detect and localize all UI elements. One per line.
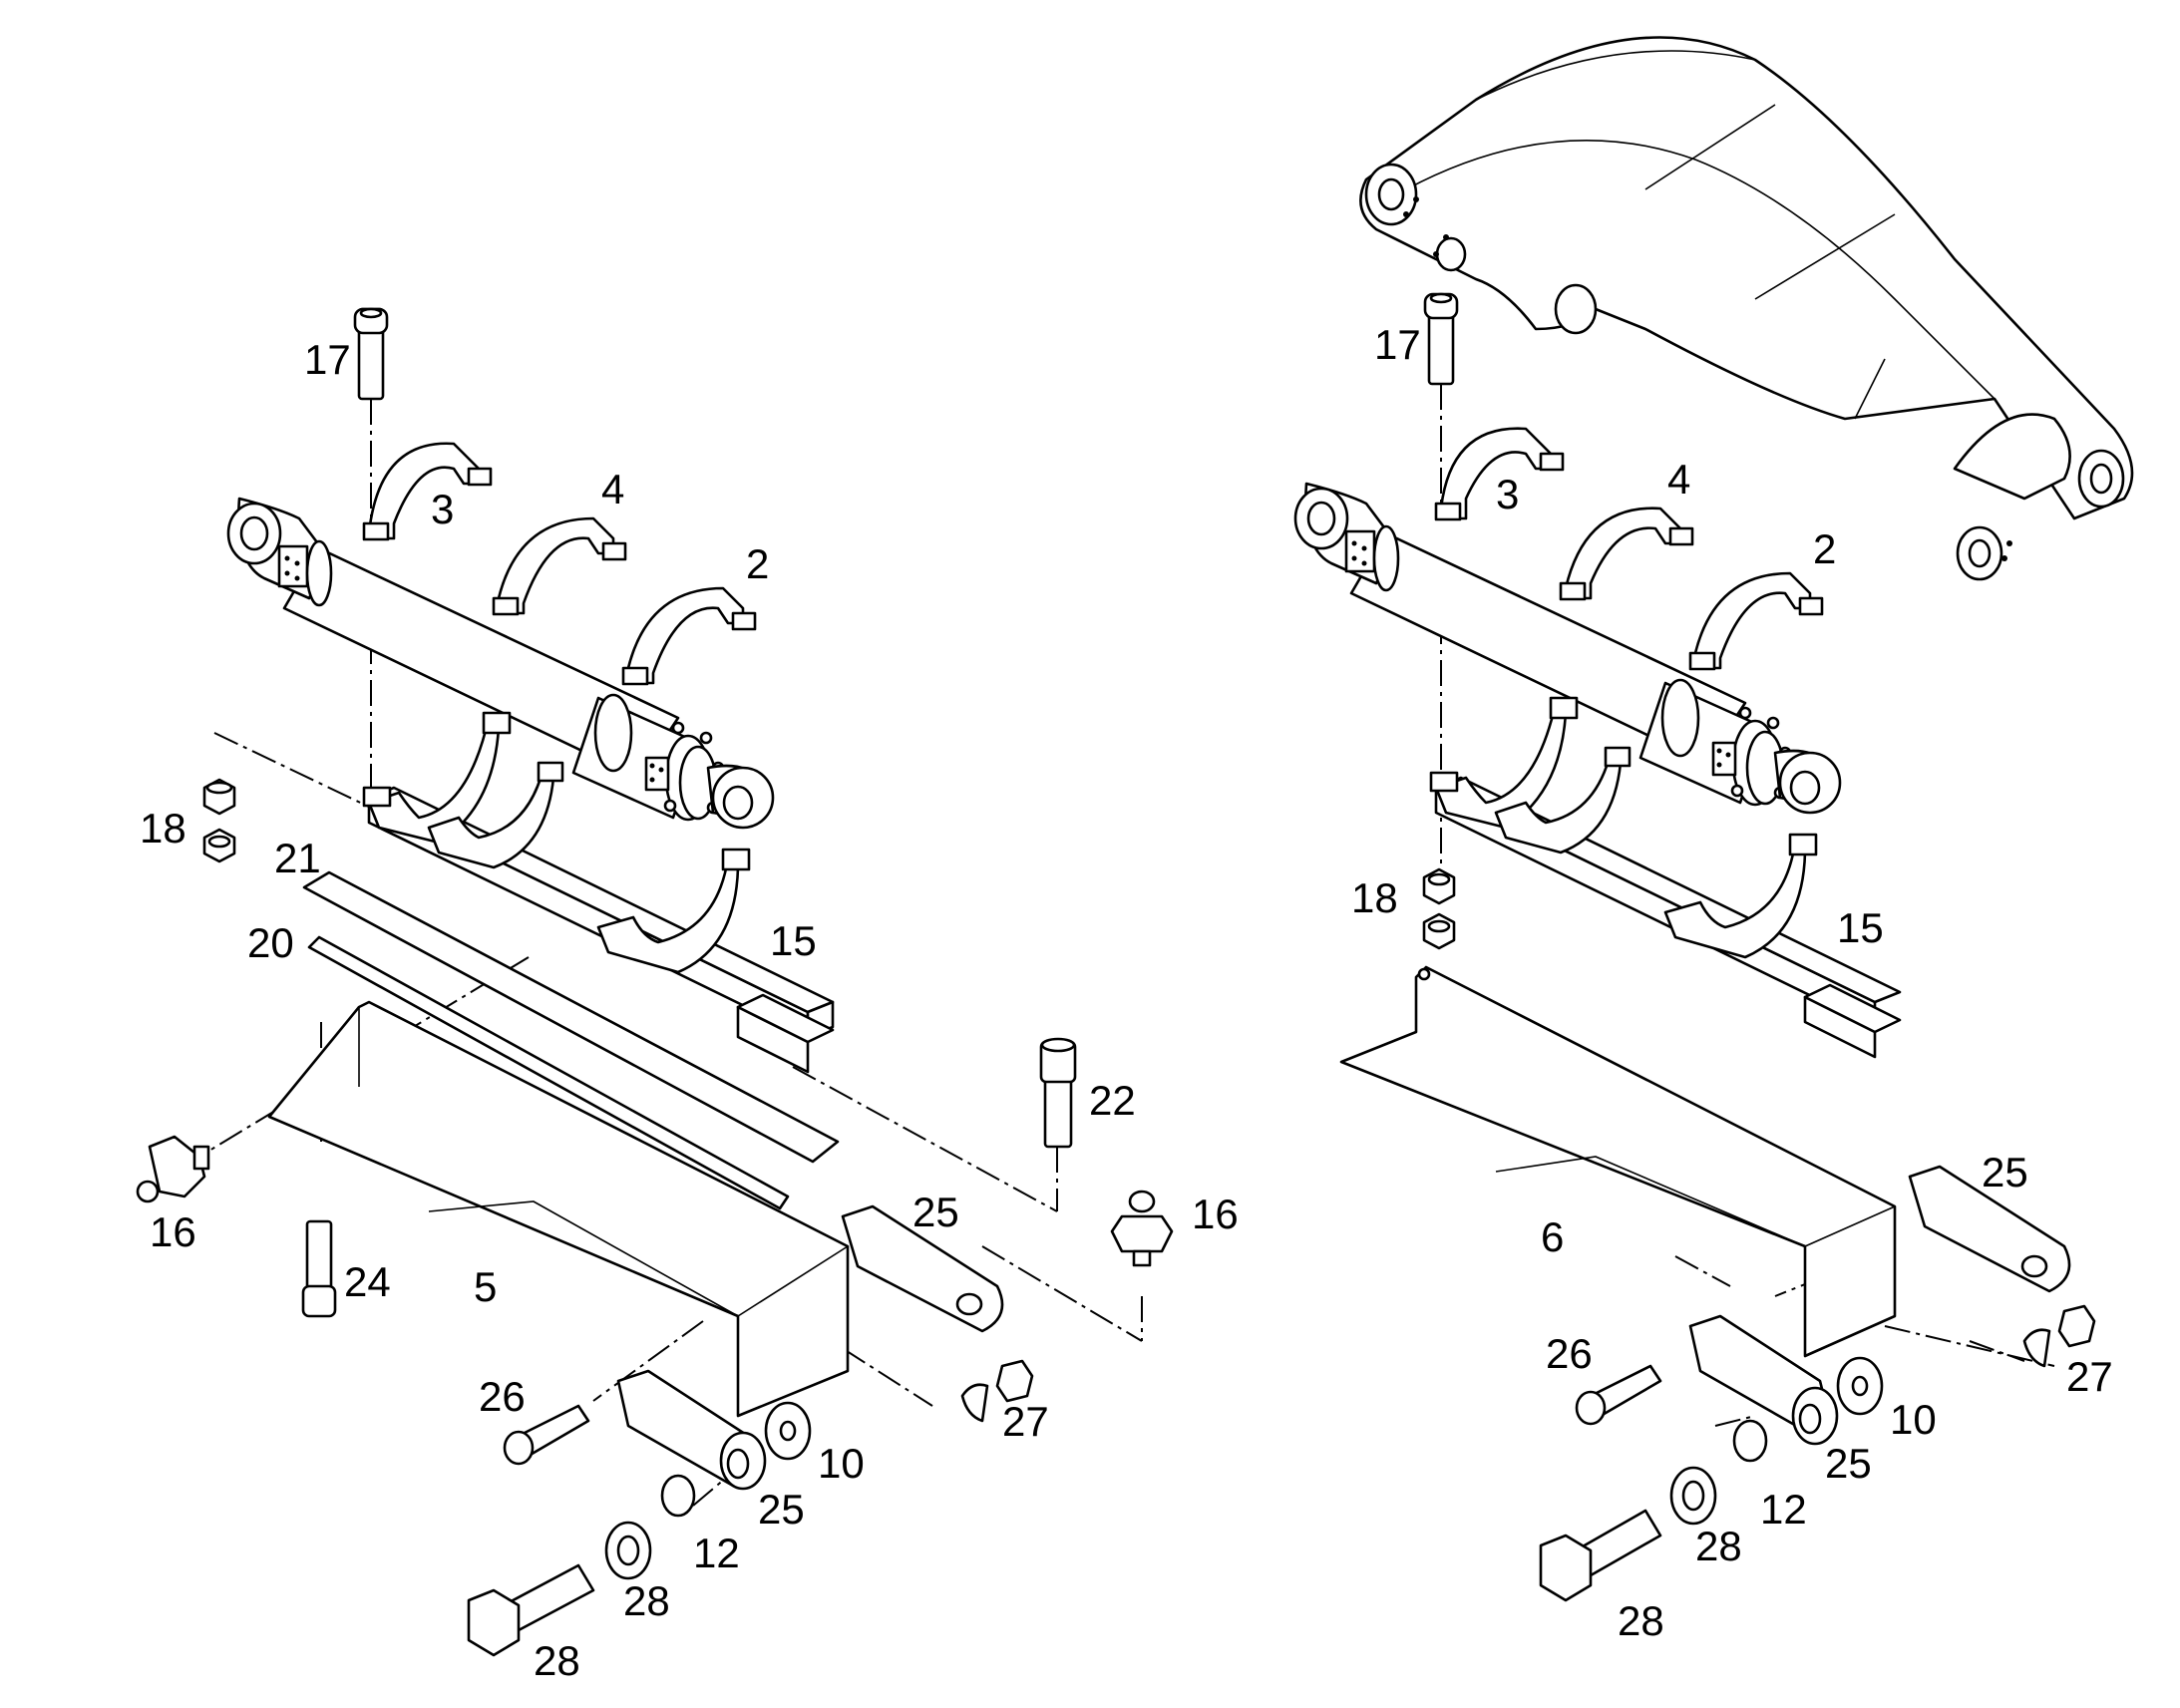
bushing-25-right bbox=[1791, 1386, 1839, 1446]
plate-5 bbox=[267, 1000, 850, 1418]
callout-22: 22 bbox=[1089, 1077, 1136, 1124]
bolt-22 bbox=[1039, 1037, 1077, 1149]
washer-28 bbox=[604, 1521, 652, 1580]
callout-12-right: 12 bbox=[1760, 1486, 1807, 1533]
clamp-2-right bbox=[1688, 571, 1824, 671]
callout-25-lower: 25 bbox=[758, 1486, 805, 1533]
callout-2-right: 2 bbox=[1813, 525, 1836, 572]
callout-3: 3 bbox=[431, 486, 454, 532]
pin-26-right bbox=[1575, 1364, 1662, 1426]
cradle-15 bbox=[362, 711, 835, 1074]
callout-17: 17 bbox=[304, 336, 351, 383]
callout-18-right: 18 bbox=[1351, 874, 1398, 921]
clamp-3 bbox=[362, 442, 493, 541]
callout-17-right: 17 bbox=[1374, 321, 1421, 368]
callout-3-right: 3 bbox=[1496, 471, 1519, 517]
plate-6 bbox=[1339, 965, 1897, 1358]
callout-15-right: 15 bbox=[1837, 904, 1884, 951]
right-callouts: 17 3 4 2 18 15 25 6 26 27 10 25 12 28 28 bbox=[1351, 321, 2113, 1644]
clamp-3-right bbox=[1434, 427, 1565, 521]
wear-strip-21 bbox=[302, 870, 840, 1164]
clamp-4-right bbox=[1559, 507, 1694, 601]
spacer-12-right bbox=[1732, 1419, 1768, 1463]
callout-28-bolt: 28 bbox=[534, 1637, 580, 1684]
callout-27: 27 bbox=[1002, 1398, 1049, 1445]
callout-28-washer: 28 bbox=[623, 1577, 670, 1624]
callout-4: 4 bbox=[601, 466, 624, 512]
clamp-2 bbox=[621, 586, 757, 686]
right-assembly: 17 3 4 2 18 15 25 6 26 27 10 25 12 28 28 bbox=[1293, 36, 2134, 1644]
pin-26 bbox=[503, 1404, 590, 1466]
callout-20: 20 bbox=[247, 919, 294, 966]
bolt-24 bbox=[301, 1219, 337, 1318]
washer-10 bbox=[764, 1401, 812, 1461]
nut-18 bbox=[202, 778, 236, 863]
link-plate-25-upper bbox=[841, 1204, 1004, 1333]
bushing-25 bbox=[719, 1431, 767, 1491]
left-assembly: 17 3 4 2 18 21 20 15 22 16 16 25 24 5 26… bbox=[136, 307, 1239, 1684]
callout-10-right: 10 bbox=[1890, 1396, 1937, 1443]
callout-25-upper: 25 bbox=[912, 1189, 959, 1235]
callout-26-right: 26 bbox=[1546, 1330, 1593, 1377]
callout-5: 5 bbox=[474, 1263, 497, 1310]
link-plate-25-upper-right bbox=[1908, 1165, 2071, 1293]
callout-16-right: 16 bbox=[1192, 1191, 1239, 1237]
callout-27-right: 27 bbox=[2066, 1353, 2113, 1400]
clip-27-right bbox=[2022, 1304, 2096, 1368]
spacer-12 bbox=[660, 1474, 696, 1518]
callout-25-upper-right: 25 bbox=[1982, 1149, 2028, 1196]
callout-25-lower-right: 25 bbox=[1825, 1440, 1872, 1487]
grease-fitting-16-left bbox=[136, 1135, 210, 1203]
callout-16-left: 16 bbox=[150, 1208, 196, 1255]
callout-2: 2 bbox=[746, 540, 769, 587]
bolt-28-right bbox=[1539, 1509, 1662, 1602]
callout-24: 24 bbox=[344, 1258, 391, 1305]
nut-18-right bbox=[1422, 867, 1456, 950]
bolt-28 bbox=[467, 1563, 595, 1657]
callout-4-right: 4 bbox=[1667, 456, 1690, 503]
callout-21: 21 bbox=[274, 835, 321, 881]
left-callouts: 17 3 4 2 18 21 20 15 22 16 16 25 24 5 26… bbox=[140, 336, 1239, 1684]
callout-12: 12 bbox=[693, 1530, 740, 1576]
bolt-17-right bbox=[1423, 292, 1459, 386]
clip-27 bbox=[960, 1359, 1034, 1423]
washer-28-right bbox=[1669, 1466, 1717, 1526]
callout-6: 6 bbox=[1541, 1213, 1564, 1260]
callout-28-washer-right: 28 bbox=[1695, 1523, 1742, 1569]
cradle-15-right bbox=[1429, 696, 1902, 1059]
grease-fitting-16-right bbox=[1110, 1190, 1174, 1267]
hydraulic-cylinder-right bbox=[1293, 482, 1842, 815]
callout-10: 10 bbox=[818, 1440, 865, 1487]
clamp-4 bbox=[492, 516, 627, 616]
callout-26: 26 bbox=[479, 1373, 526, 1420]
callout-18: 18 bbox=[140, 805, 186, 852]
wear-strip-20 bbox=[307, 935, 790, 1210]
bolt-17 bbox=[353, 307, 389, 401]
hydraulic-cylinder bbox=[226, 497, 775, 830]
callout-28-bolt-right: 28 bbox=[1618, 1597, 1664, 1644]
boom-arm bbox=[1359, 36, 2134, 581]
callout-15: 15 bbox=[770, 917, 817, 964]
washer-10-right bbox=[1836, 1356, 1884, 1416]
